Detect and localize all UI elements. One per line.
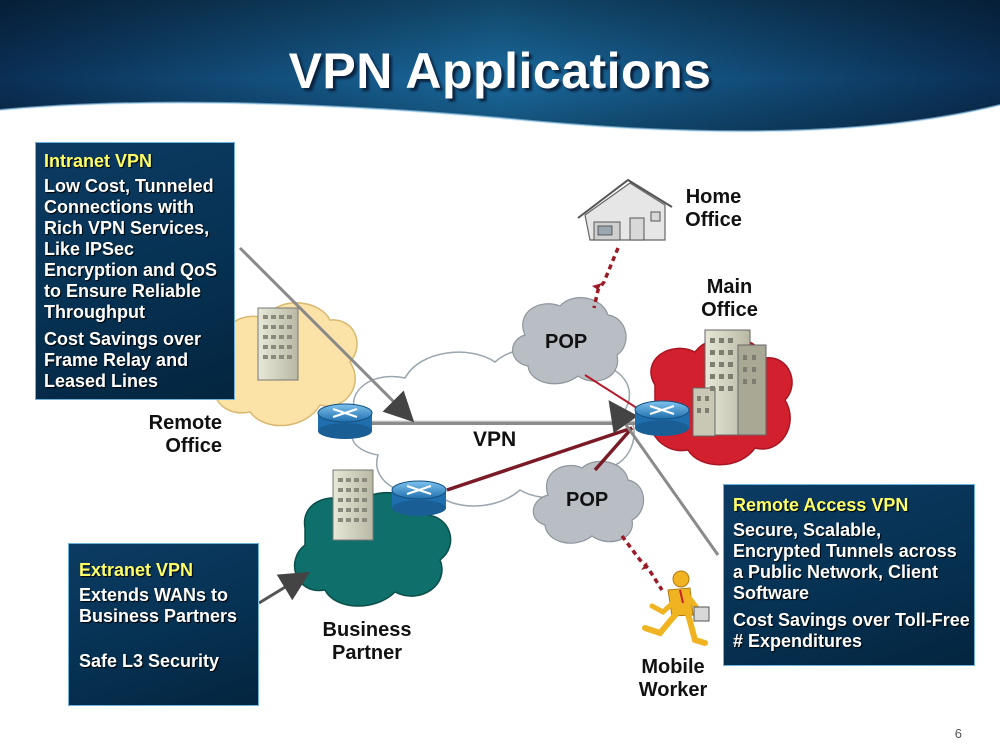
page-number: 6 [954, 726, 962, 741]
lightning-link-icon [592, 247, 620, 309]
remote-access-vpn-text-1: Secure, Scalable, Encrypted Tunnels acro… [733, 520, 957, 603]
business-partner-label: Business Partner [322, 619, 412, 664]
router-icon [634, 400, 690, 436]
main-office-label: Main Office [701, 276, 758, 321]
lightning-link-icon [620, 534, 664, 591]
pop-label-top: POP [545, 331, 588, 353]
pop-label-bottom: POP [566, 489, 609, 511]
home-office-label: Home Office [685, 186, 742, 231]
remote-access-vpn-text-2: Cost Savings over Toll-Free # Expenditur… [733, 610, 970, 651]
extranet-vpn-box: Extranet VPN Extends WANs to Business Pa… [68, 543, 259, 706]
house-icon [577, 178, 673, 241]
walking-person-icon [642, 570, 710, 646]
tunnel-mobile [593, 426, 634, 472]
intranet-vpn-text-2: Cost Savings over Frame Relay and Leased… [44, 329, 202, 391]
intranet-vpn-text-1: Low Cost, Tunneled Connections with Rich… [44, 176, 218, 322]
page-title: VPN Applications [288, 43, 712, 99]
extranet-vpn-text-2: Safe L3 Security [79, 651, 220, 671]
router-icon [391, 480, 447, 516]
intranet-vpn-box: Intranet VPN Low Cost, Tunneled Connecti… [35, 142, 235, 400]
router-icon [317, 403, 373, 439]
remote-access-vpn-box: Remote Access VPN Secure, Scalable, Encr… [723, 484, 975, 666]
building-icon [257, 307, 299, 381]
title-banner [0, 0, 1000, 133]
building-icon [332, 469, 374, 541]
pop-cloud-top [512, 297, 627, 385]
extranet-vpn-heading: Extranet VPN [79, 560, 194, 580]
remote-access-vpn-heading: Remote Access VPN [733, 495, 909, 515]
building-icon [692, 329, 767, 437]
intranet-vpn-heading: Intranet VPN [44, 151, 153, 171]
tunnel-partner [446, 426, 633, 492]
extranet-vpn-text-1: Extends WANs to Business Partners [79, 585, 238, 626]
mobile-worker-label: Mobile Worker [638, 656, 708, 701]
pop-cloud-bottom [532, 460, 645, 544]
remote-office-label: Remote Office [148, 412, 222, 457]
vpn-label: VPN [473, 428, 517, 451]
